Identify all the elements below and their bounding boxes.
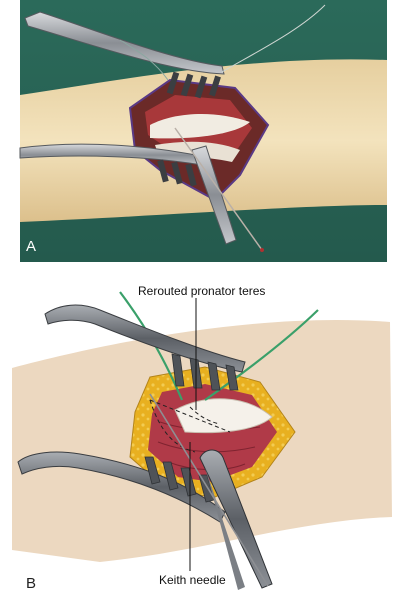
hemostat-photo — [191, 145, 237, 245]
retractor-teeth-upper-photo — [166, 71, 221, 99]
label-rerouted-pronator-teres: Rerouted pronator teres — [138, 284, 266, 298]
pronator-teres-tendon — [174, 398, 273, 434]
exposed-tendon — [150, 114, 250, 139]
retractor-lower — [17, 451, 226, 523]
suture-left — [119, 291, 184, 401]
suture-photo-upper — [221, 4, 326, 73]
keith-needle-photo — [174, 127, 263, 251]
panel-letter-a: A — [26, 238, 37, 255]
retractor-upper — [44, 304, 246, 373]
rerouting-path — [149, 399, 231, 433]
needle-tip-photo — [260, 248, 264, 252]
label-keith-needle: Keith needle — [159, 573, 226, 587]
illustration-panel-b — [0, 282, 409, 603]
retractor-teeth-lower — [144, 456, 215, 503]
surgical-illustration — [12, 291, 392, 590]
hemostat — [199, 449, 273, 589]
keith-needle — [149, 393, 269, 587]
photo-panel-a: A — [0, 0, 409, 262]
hemostat-jaw — [205, 467, 245, 590]
suture-photo-left — [119, 39, 169, 81]
rerouting-path-3 — [189, 406, 221, 425]
panel-letter-b: B — [26, 575, 37, 592]
surgical-photo — [19, 0, 387, 262]
